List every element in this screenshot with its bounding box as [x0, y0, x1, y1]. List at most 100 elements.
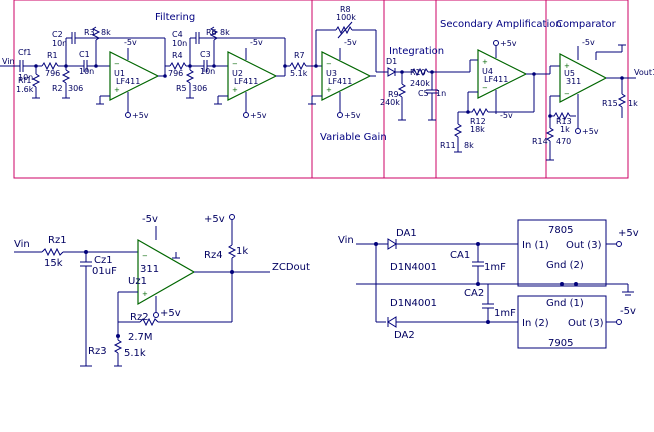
r8-value: 100k: [336, 13, 356, 22]
reg-neg-label: 7905: [548, 338, 573, 349]
psu-vin-label: Vin: [338, 235, 354, 246]
rf1-resistor: [31, 73, 41, 88]
rf1-label: Rf1: [18, 76, 31, 85]
rz1-value: 15k: [44, 258, 63, 269]
r14-resistor: [545, 127, 555, 142]
rz1-label: Rz1: [48, 235, 67, 246]
r5-resistor: [185, 69, 195, 84]
r4-value: 796: [168, 69, 183, 78]
reg-7905: [517, 295, 607, 349]
r6-label: R6: [206, 28, 217, 37]
cf1-value: 10n: [18, 73, 33, 82]
r4-label: R4: [172, 51, 183, 60]
d1-label: D1: [386, 57, 397, 66]
rz4-label: Rz4: [204, 250, 223, 261]
r4-resistor: [169, 61, 187, 71]
psu-neg-out: -5v: [620, 306, 636, 317]
r10-label: R10: [410, 68, 426, 77]
r11-label: R11: [440, 141, 456, 150]
section-title-filtering: Filtering: [155, 12, 195, 23]
cf1-label: Cf1: [18, 48, 32, 57]
r13-label: R13: [556, 117, 572, 126]
top-vout-label: Vout1: [634, 68, 654, 77]
cz1-value: 01uF: [92, 266, 117, 277]
r11-resistor: [453, 123, 463, 138]
u4-label: U4: [482, 67, 493, 76]
d1n-a-label: D1N4001: [390, 262, 437, 273]
u5-plus: +: [564, 62, 570, 70]
u2-neg-rail: -5v: [250, 38, 263, 47]
cap-b-value: 1mF: [494, 308, 516, 319]
cz1-label: Cz1: [94, 255, 113, 266]
reg-pos-in: In (1): [522, 240, 549, 251]
rf1-value: 1.6k: [16, 85, 34, 94]
da2-diode: [387, 316, 397, 328]
top-vin-label: Vin: [2, 57, 15, 66]
da1-diode: [387, 238, 397, 250]
filter-stage-2: R4 796 C4 10n R5 306 C3 10n R6 8k − +: [165, 26, 322, 120]
rz2-resistor: [139, 317, 159, 327]
c4-value: 10n: [172, 39, 187, 48]
zc-pos2-rail: +5v: [204, 214, 225, 225]
reg-pos-gnd: Gnd (2): [546, 260, 584, 271]
section-boxes: [13, 0, 629, 179]
cap-a-value: 1mF: [484, 262, 506, 273]
r8-variable-arrow: [337, 21, 353, 39]
c5-value: 1n: [436, 89, 446, 98]
r14-value: 470: [556, 137, 571, 146]
u5-pos-rail: +5v: [582, 127, 599, 136]
filter-stage-1: Vin Cf1 10n Rf1 1.6k R1 796 C2 10n: [0, 26, 167, 120]
rz1-resistor: [41, 247, 64, 257]
r12-resistor: [468, 107, 489, 117]
u1-label: U1: [114, 69, 125, 78]
comparator-box: [545, 0, 629, 179]
reg-neg-in: In (2): [522, 318, 549, 329]
ca2-label: CA2: [464, 288, 484, 299]
u3-label: U3: [326, 69, 337, 78]
u1-minus: −: [114, 60, 120, 68]
psu-pos-out: +5v: [618, 228, 639, 239]
r15-label: R15: [602, 99, 618, 108]
u3-opamp: [321, 51, 372, 101]
u5-comparator: [559, 53, 608, 103]
u5-part: 311: [566, 77, 581, 86]
u4-neg-rail: -5v: [500, 111, 513, 120]
r9-label: R9: [388, 90, 399, 99]
u1-plus: +: [114, 86, 120, 94]
rz3-label: Rz3: [88, 346, 107, 357]
r8-resistor: [335, 25, 353, 35]
r11-value: 8k: [464, 141, 474, 150]
r6-resistor: [209, 26, 219, 41]
reg-7805: [517, 219, 607, 287]
r6-value: 8k: [220, 28, 230, 37]
r2-label: R2: [52, 84, 63, 93]
c1-label: C1: [79, 50, 90, 59]
section-title-variable-gain: Variable Gain: [320, 132, 387, 143]
r10-value: 240k: [410, 79, 430, 88]
rz3-resistor: [113, 339, 123, 354]
zero-cross-detector: Vin Rz1 15k Cz1 01uF − + 311 Uz1 -5v +5v…: [14, 214, 310, 367]
c4-label: C4: [172, 30, 183, 39]
u4-plus: +: [482, 58, 488, 66]
r15-value: 1k: [628, 99, 638, 108]
u4-opamp: [477, 49, 528, 99]
u3-plus: +: [326, 86, 332, 94]
u2-opamp: [227, 51, 278, 101]
reg-pos-label: 7805: [548, 225, 573, 236]
comparator-stage: + − U5 311 -5v +5v R13 1k R14 470 R15 1k: [532, 38, 654, 161]
r13-resistor: [550, 111, 571, 121]
r9-resistor: [397, 83, 407, 98]
r2-value: 306: [68, 84, 83, 93]
section-title-comparator: Comparator: [556, 19, 617, 30]
rz2-value: 2.7M: [128, 332, 153, 343]
u1-opamp: [109, 51, 160, 101]
c2-label: C2: [52, 30, 63, 39]
c2-value: 10n: [52, 39, 67, 48]
zc-vin-label: Vin: [14, 239, 30, 250]
u3-pos-rail: +5v: [344, 111, 361, 120]
u4-part: LF411: [484, 75, 508, 84]
c5-label: C5: [418, 89, 429, 98]
da2-label: DA2: [394, 330, 415, 341]
u2-plus: +: [232, 86, 238, 94]
